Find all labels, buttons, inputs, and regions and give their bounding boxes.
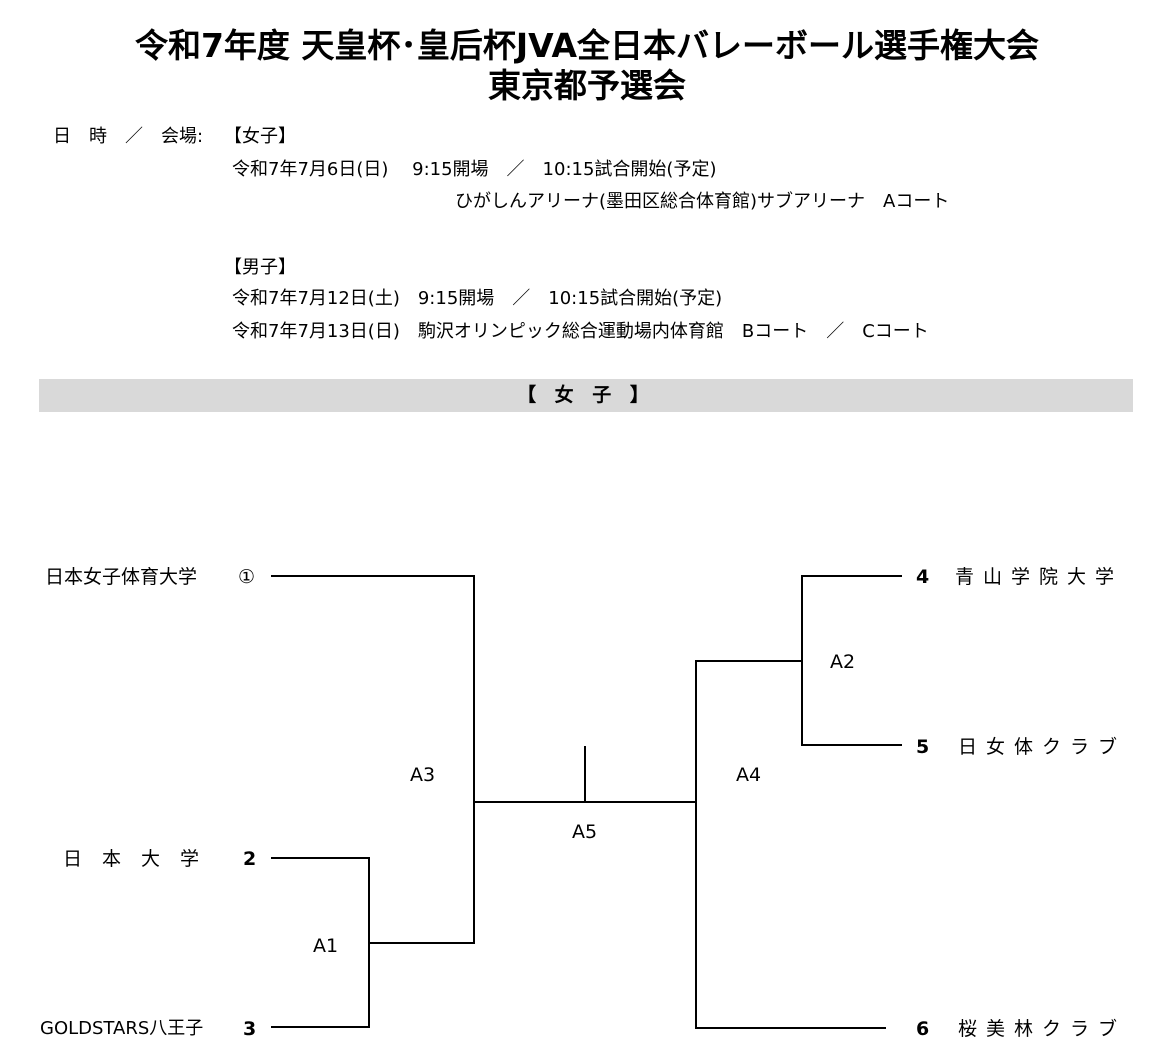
- bracket-line: [695, 660, 697, 1029]
- bracket-line: [695, 660, 803, 662]
- bracket-line: [801, 575, 902, 577]
- women-header: 【女子】: [224, 126, 296, 147]
- match-label: A1: [313, 935, 339, 957]
- bracket-line: [475, 801, 697, 803]
- men-header: 【男子】: [224, 257, 296, 278]
- women-schedule: 令和7年7月6日(日) 9:15開場 ／ 10:15試合開始(予定): [232, 159, 717, 180]
- team-name: GOLDSTARS八王子: [40, 1018, 204, 1039]
- bracket-line: [271, 1026, 370, 1028]
- match-label: A2: [830, 651, 856, 673]
- team-name: 青山学院大学: [955, 566, 1124, 588]
- team-name: 日本大学: [63, 848, 220, 870]
- bracket-line: [368, 942, 475, 944]
- bracket-line: [473, 575, 475, 944]
- match-label: A4: [736, 764, 762, 786]
- tournament-title: 令和7年度 天皇杯･皇后杯JVA全日本バレーボール選手権大会: [134, 26, 1040, 65]
- bracket-line: [801, 744, 902, 746]
- date-venue-label: 日 時 ／ 会場:: [53, 126, 204, 147]
- men-schedule: 令和7年7月12日(土) 9:15開場 ／ 10:15試合開始(予定): [232, 288, 723, 309]
- bracket-line: [271, 857, 370, 859]
- match-label: A3: [410, 764, 436, 786]
- team-seed: ①: [238, 566, 256, 588]
- team-seed: 4: [916, 566, 930, 588]
- men-venue: 令和7年7月13日(日) 駒沢オリンピック総合運動場内体育館 Bコート ／ Cコ…: [232, 321, 929, 342]
- bracket-line: [271, 575, 475, 577]
- bracket-line: [584, 746, 586, 803]
- tournament-subtitle: 東京都予選会: [488, 66, 686, 105]
- team-seed: 2: [243, 848, 257, 870]
- team-seed: 5: [916, 736, 930, 758]
- women-venue: ひがしんアリーナ(墨田区総合体育館)サブアリーナ Aコート: [455, 191, 950, 212]
- team-seed: 6: [916, 1018, 930, 1040]
- women-section-header: 【 女 子 】: [39, 379, 1133, 412]
- team-name: 日本女子体育大学: [45, 566, 198, 588]
- team-name: 桜美林クラブ: [958, 1018, 1127, 1040]
- team-seed: 3: [243, 1018, 257, 1040]
- match-label: A5: [572, 821, 598, 843]
- team-name: 日女体クラブ: [958, 736, 1127, 758]
- bracket-line: [801, 575, 803, 746]
- bracket-line: [695, 1027, 886, 1029]
